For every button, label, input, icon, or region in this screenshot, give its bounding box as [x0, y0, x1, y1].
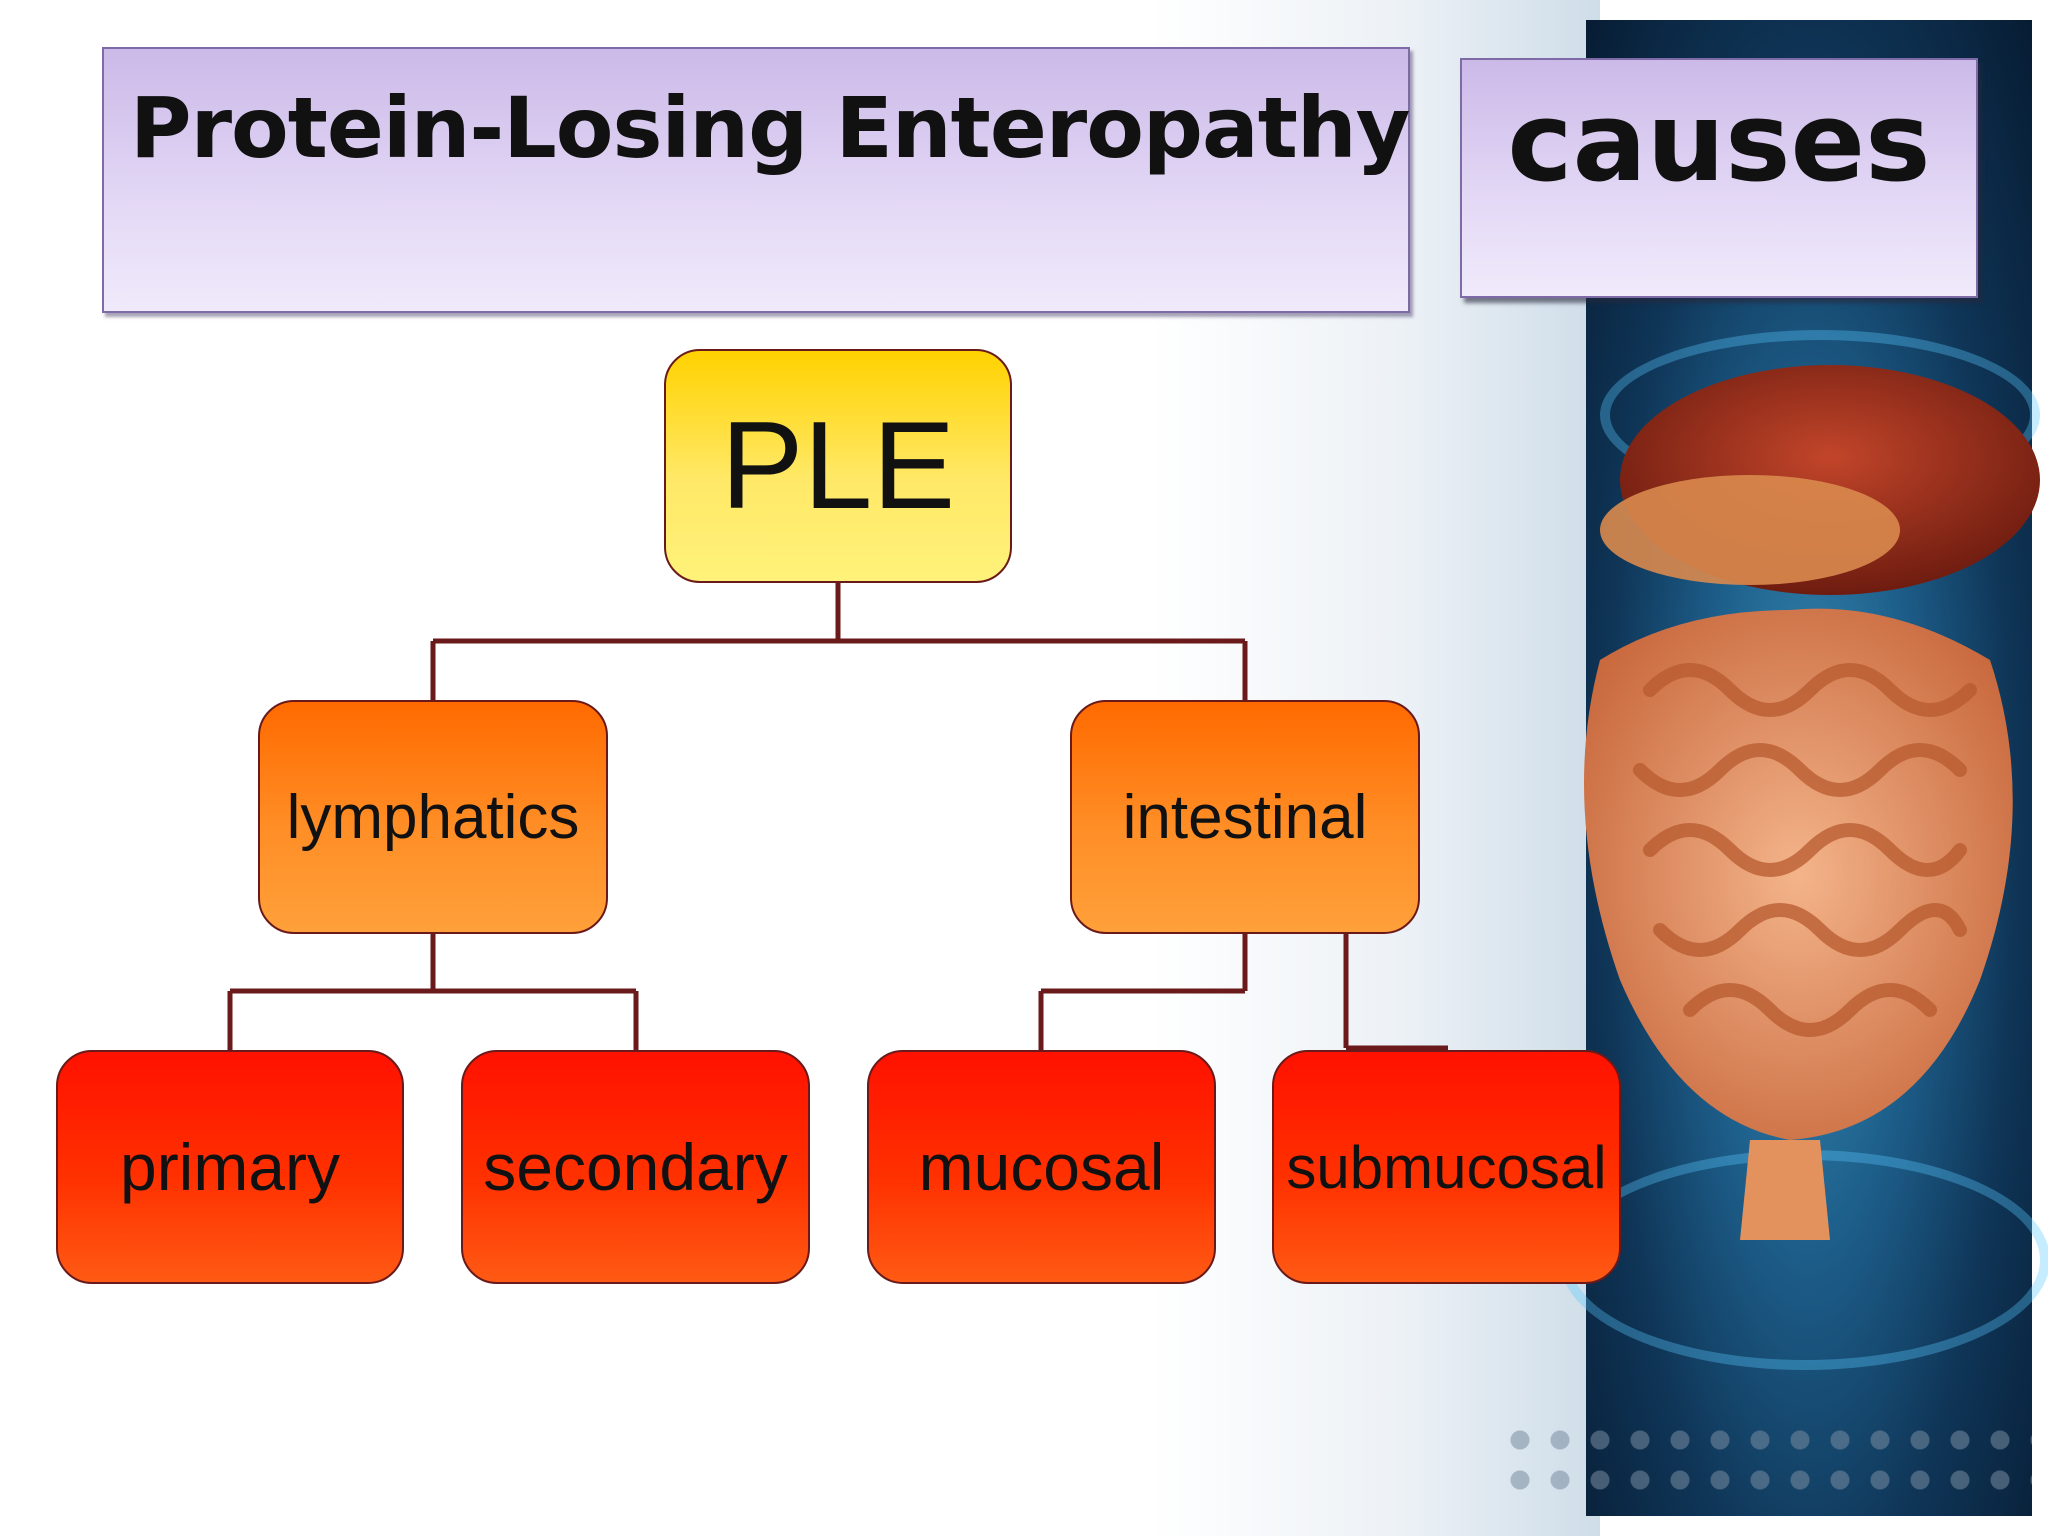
node-primary-label: primary: [119, 1130, 340, 1204]
node-secondary: secondary: [461, 1050, 810, 1284]
node-submucosal-label: submucosal: [1286, 1133, 1607, 1201]
node-intestinal-label: intestinal: [1122, 782, 1368, 852]
node-secondary-label: secondary: [483, 1130, 788, 1204]
background-dot-pattern: [1500, 1420, 2032, 1500]
connector-intestinal: [1038, 932, 1448, 1051]
node-intestinal: intestinal: [1070, 700, 1420, 934]
node-submucosal: submucosal: [1272, 1050, 1621, 1284]
connector-root: [430, 583, 1248, 702]
node-mucosal: mucosal: [867, 1050, 1216, 1284]
subtitle-box: causes: [1460, 58, 1978, 298]
slide-title: Protein-Losing Enteropathy: [130, 79, 1410, 177]
slide-subtitle: causes: [1507, 78, 1931, 206]
node-primary: primary: [56, 1050, 404, 1284]
node-lymphatics: lymphatics: [258, 700, 608, 934]
digestive-system-illustration: [1584, 365, 2040, 1240]
node-ple-label: PLE: [720, 397, 956, 535]
node-lymphatics-label: lymphatics: [286, 782, 580, 852]
title-box: Protein-Losing Enteropathy: [102, 47, 1410, 313]
connector-lymphatics: [227, 932, 639, 1051]
node-mucosal-label: mucosal: [918, 1130, 1165, 1204]
node-ple: PLE: [664, 349, 1012, 583]
